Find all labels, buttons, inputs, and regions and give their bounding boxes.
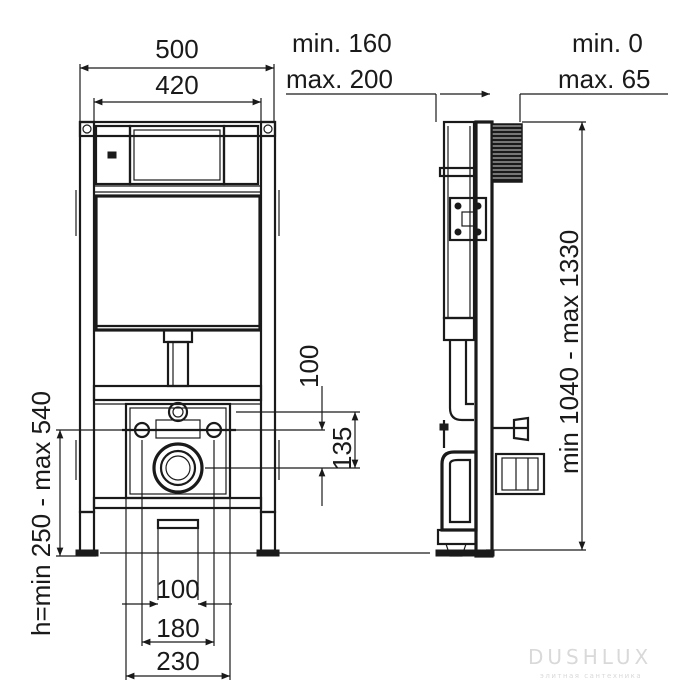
dimension-135: 135 [327, 412, 359, 470]
pan-bracket [92, 401, 263, 510]
label-500: 500 [155, 34, 198, 64]
flush-plate-hatch [491, 123, 523, 183]
label-depth-min: min. 160 [292, 28, 392, 58]
label-230: 230 [156, 646, 199, 676]
label-bottom-100: 100 [156, 574, 199, 604]
flush-pipe [162, 328, 194, 388]
side-view: min. 160 max. 200 min. 0 max. 65 [286, 28, 668, 558]
dimension-bottom-100: 100 [122, 574, 232, 608]
cistern [94, 194, 262, 332]
front-view: 500 420 [26, 34, 430, 680]
outlet-stub [156, 518, 200, 600]
label-wall-min: min. 0 [572, 28, 643, 58]
label-180: 180 [156, 613, 199, 643]
watermark: DUSHLUX элитная сантехника [528, 645, 652, 680]
dimension-height-range: h=min 250 - max 540 [26, 391, 142, 636]
side-frame [435, 120, 523, 558]
side-connectors [492, 416, 546, 496]
label-side-height: min 1040 - max 1330 [554, 230, 584, 474]
dimension-230: 230 [125, 498, 231, 680]
label-100-right: 100 [294, 345, 324, 388]
label-depth-max: max. 200 [286, 64, 393, 94]
label-135: 135 [327, 427, 357, 470]
dimension-side-height: min 1040 - max 1330 [486, 121, 586, 551]
crossbar [92, 384, 263, 405]
flush-plate-area [94, 124, 261, 193]
dimension-100-right: 100 [205, 345, 360, 506]
watermark-brand: DUSHLUX [528, 645, 652, 669]
label-wall-max: max. 65 [558, 64, 651, 94]
label-height-range: h=min 250 - max 540 [26, 391, 56, 636]
dimension-500: 500 [79, 34, 275, 122]
watermark-tagline: элитная сантехника [540, 672, 642, 680]
dimension-420: 420 [93, 70, 262, 122]
dimension-180: 180 [141, 440, 215, 646]
label-420: 420 [155, 70, 198, 100]
